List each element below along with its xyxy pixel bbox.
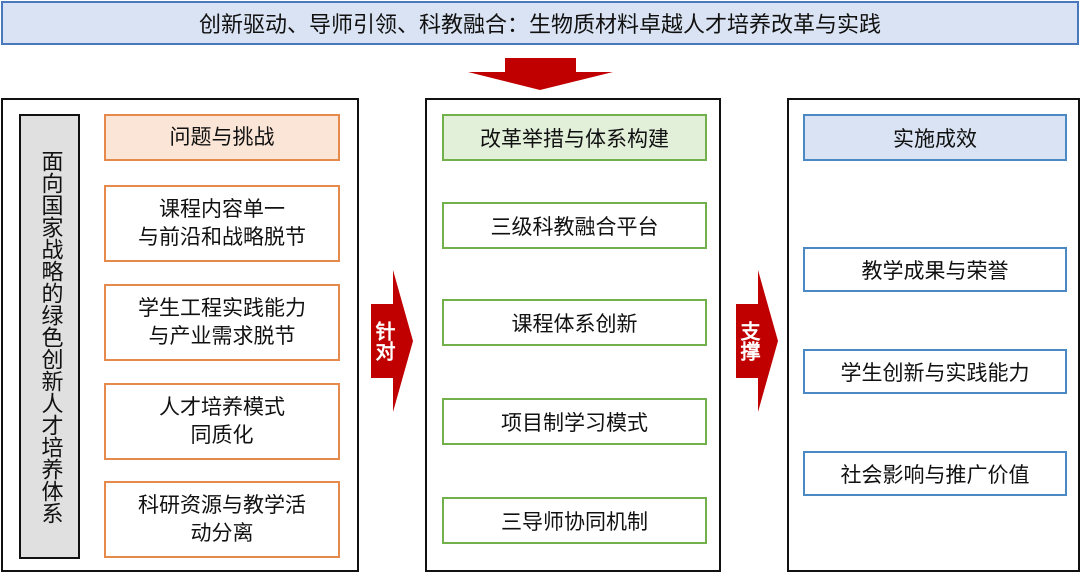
target-arrow-label: 针对 — [372, 321, 396, 361]
outcome-item: 教学成果与荣誉 — [803, 247, 1067, 292]
down-arrow-icon — [468, 58, 613, 90]
problem-item-line: 动分离 — [190, 520, 254, 545]
support-arrow-label-box: 支撑 — [736, 304, 762, 378]
outcomes-panel — [787, 98, 1080, 572]
reform-item-text: 项目制学习模式 — [501, 410, 648, 435]
reform-item-text: 三导师协同机制 — [501, 509, 648, 534]
outcome-item: 学生创新与实践能力 — [803, 349, 1067, 394]
problem-item-line: 人才培养模式 — [159, 395, 285, 420]
problems-header-text: 问题与挑战 — [169, 124, 275, 149]
problem-item-line: 同质化 — [190, 422, 254, 447]
reform-item: 项目制学习模式 — [442, 398, 707, 445]
page-title-text: 创新驱动、导师引领、科教融合：生物质材料卓越人才培养改革与实践 — [198, 13, 881, 38]
problem-item-line: 与前沿和战略脱节 — [138, 224, 306, 249]
problem-item: 学生工程实践能力 与产业需求脱节 — [104, 284, 340, 361]
problems-header: 问题与挑战 — [104, 114, 340, 161]
problem-item: 科研资源与教学活 动分离 — [104, 481, 340, 558]
problem-item: 课程内容单一 与前沿和战略脱节 — [104, 185, 340, 262]
reform-item-text: 三级科教融合平台 — [490, 214, 659, 239]
problem-item-line: 学生工程实践能力 — [138, 296, 306, 321]
problem-item: 人才培养模式 同质化 — [104, 383, 340, 460]
vertical-system-label: 面向国家战略的绿色创新人才培养体系 — [19, 114, 80, 559]
right-arrow-icon — [736, 270, 778, 412]
outcome-item-text: 学生创新与实践能力 — [840, 360, 1030, 385]
reforms-header: 改革举措与体系构建 — [442, 114, 707, 161]
reforms-header-text: 改革举措与体系构建 — [480, 126, 669, 151]
reform-item: 三导师协同机制 — [442, 497, 707, 544]
problem-item-line: 与产业需求脱节 — [148, 323, 296, 348]
page-title: 创新驱动、导师引领、科教融合：生物质材料卓越人才培养改革与实践 — [1, 1, 1079, 45]
reform-item-text: 课程体系创新 — [511, 311, 638, 336]
problem-item-line: 课程内容单一 — [159, 197, 285, 222]
support-arrow-label: 支撑 — [737, 321, 761, 361]
outcome-item: 社会影响与推广价值 — [803, 451, 1067, 496]
outcomes-header: 实施成效 — [803, 114, 1067, 161]
vertical-label-text: 面向国家战略的绿色创新人才培养体系 — [37, 149, 63, 524]
outcome-item-text: 教学成果与荣誉 — [861, 258, 1009, 283]
problem-item-line: 科研资源与教学活 — [138, 493, 306, 518]
target-arrow-label-box: 针对 — [371, 304, 397, 378]
target-arrow: 针对 — [371, 270, 413, 412]
support-arrow: 支撑 — [736, 270, 778, 412]
reform-item: 课程体系创新 — [442, 299, 707, 346]
right-arrow-icon — [371, 270, 413, 412]
reform-item: 三级科教融合平台 — [442, 202, 707, 249]
outcomes-header-text: 实施成效 — [893, 126, 977, 151]
outcome-item-text: 社会影响与推广价值 — [840, 462, 1030, 487]
